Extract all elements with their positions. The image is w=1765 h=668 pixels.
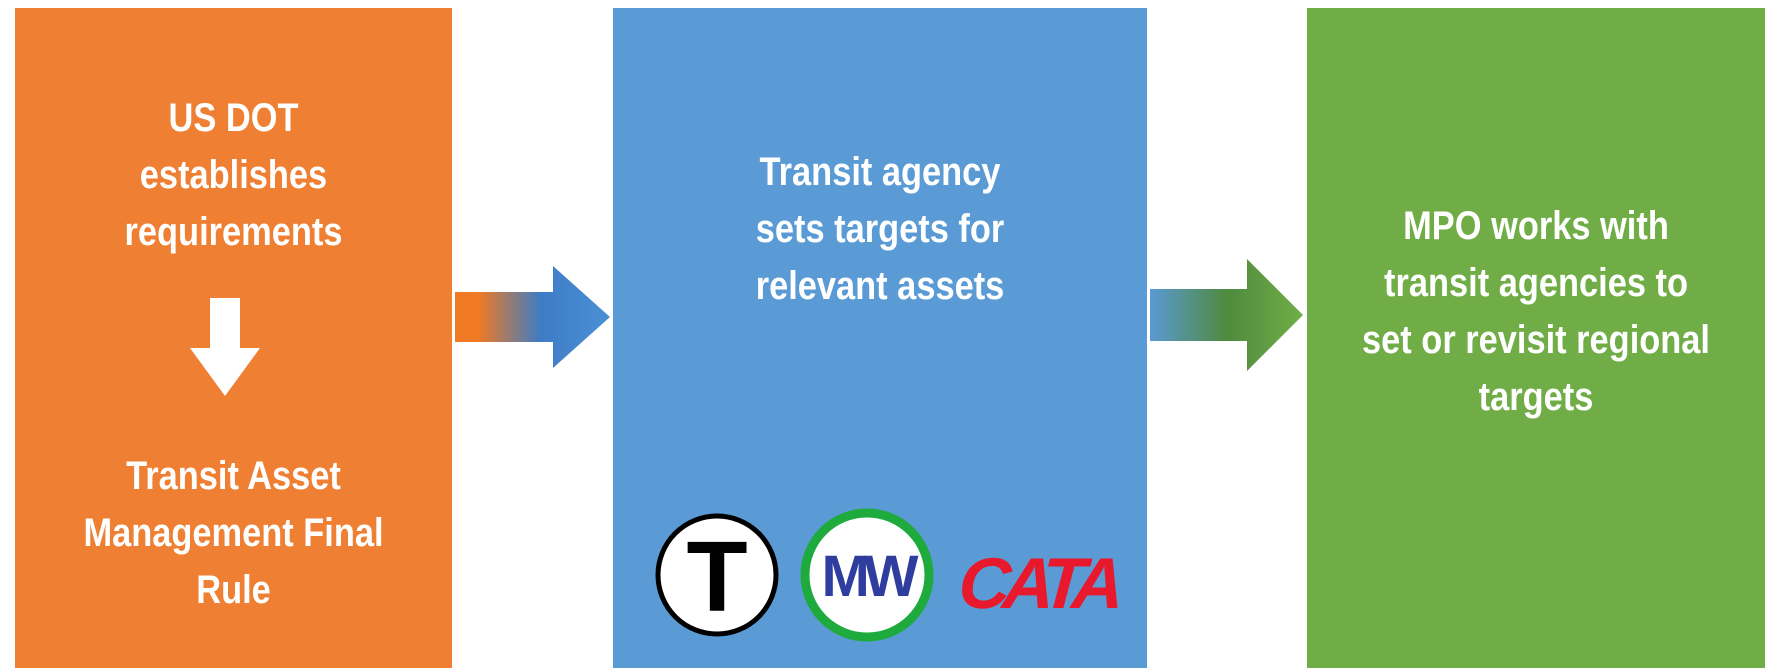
svg-text:T: T bbox=[686, 521, 747, 633]
right-arrow-icon bbox=[455, 266, 610, 368]
step-1-rule: Transit Asset Management Final Rule bbox=[83, 454, 384, 612]
right-arrow-icon bbox=[1150, 259, 1303, 371]
svg-text:MW: MW bbox=[821, 544, 918, 609]
step-1-box: US DOT establishes requirements Transit … bbox=[15, 8, 452, 668]
mbta-logo: T bbox=[655, 513, 779, 637]
mwrta-logo: MW bbox=[800, 508, 934, 642]
cata-logo: CATA bbox=[961, 550, 1119, 616]
step-2-box: Transit agency sets targets for relevant… bbox=[613, 8, 1147, 668]
step-3-box: MPO works with transit agencies to set o… bbox=[1307, 8, 1765, 668]
step-3-text: MPO works with transit agencies to set o… bbox=[1362, 204, 1710, 419]
svg-text:CATA: CATA bbox=[961, 550, 1119, 616]
step-1-heading: US DOT establishes requirements bbox=[124, 96, 343, 254]
step-2-text: Transit agency sets targets for relevant… bbox=[755, 150, 1005, 308]
down-arrow-icon bbox=[190, 298, 260, 396]
